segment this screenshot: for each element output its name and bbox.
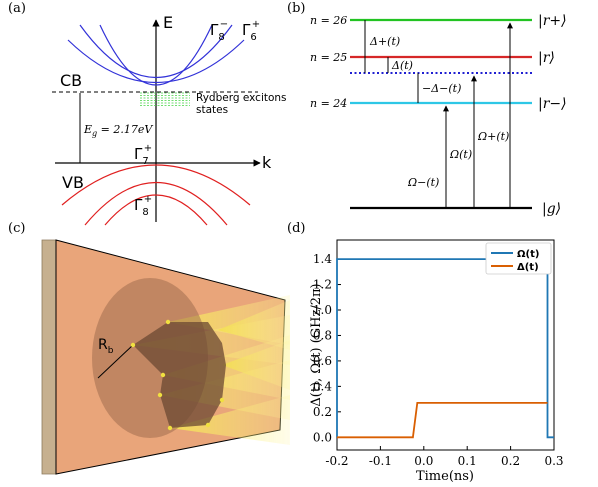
minus-delta-minus-label: −Δ−(t) xyxy=(422,82,461,95)
panel-b-label: (b) xyxy=(287,1,305,16)
ket-r: |r⟩ xyxy=(538,50,555,66)
plot-x-label: Time(ns) xyxy=(416,469,474,484)
delta-label: Δ(t) xyxy=(391,59,413,72)
rydberg-label-1: Rydberg excitons xyxy=(196,92,287,104)
vb-label: VB xyxy=(62,173,84,192)
vb-band-3 xyxy=(104,194,208,226)
omega-minus-label: Ω−(t) xyxy=(407,176,439,189)
y-tick-label: 1.0 xyxy=(313,303,332,317)
atoms xyxy=(130,319,225,431)
legend-delta: Δ(t) xyxy=(517,262,539,273)
ket-rminus: |r−⟩ xyxy=(538,96,567,112)
plot-ticks: -0.2 -0.1 0.0 0.1 0.2 0.3 0.0 0.2 0.4 0.6 0.8 1.0 1.… xyxy=(313,252,564,468)
plot-legend: Ω(t) Δ(t) xyxy=(485,242,552,275)
panel-d-label: (d) xyxy=(287,221,305,236)
blockade-radius-line xyxy=(97,344,134,379)
cb-label: CB xyxy=(60,71,82,90)
ket-rplus: |r+⟩ xyxy=(538,13,567,29)
plot-series xyxy=(336,258,554,439)
vb-band-2 xyxy=(84,181,228,226)
blockade-radius-label: Rb xyxy=(98,337,114,356)
vb-band-1 xyxy=(61,164,251,206)
panel-a-label: (a) xyxy=(8,1,26,16)
panel-b: (b) n = 26 n = 25 n = 24 |r+⟩ |r⟩ |r−⟩ |… xyxy=(287,1,567,217)
x-tick-label: -0.1 xyxy=(369,454,392,468)
y-tick-label: 0.0 xyxy=(313,430,332,444)
rydberg-label-2: states xyxy=(196,104,228,116)
omega-plus-label: Ω+(t) xyxy=(477,130,509,143)
plot-y-label: Δ(t), Ω(t) (GHz/2π) xyxy=(309,283,324,406)
gamma7-plus-label: Γ7+ xyxy=(134,143,152,167)
energy-axis-label: E xyxy=(163,13,173,32)
panel-d: (d) -0.2 -0.1 0.0 0.1 0.2 0.3 0.0 0.2 0.4 0.6 0.8 1… xyxy=(287,221,564,484)
y-tick-label: 0.4 xyxy=(313,379,332,393)
n25-label: n = 25 xyxy=(310,51,347,64)
gap-energy-label: Eg = 2.17eV xyxy=(83,123,153,138)
cb-band-3 xyxy=(67,39,245,83)
x-tick-label: 0.0 xyxy=(414,454,433,468)
n24-label: n = 24 xyxy=(310,97,347,110)
gamma8-minus-label: Γ8− xyxy=(210,19,228,43)
omega-label: Ω(t) xyxy=(449,148,472,161)
ket-g: |g⟩ xyxy=(542,201,561,217)
n26-label: n = 26 xyxy=(310,14,347,27)
series-delta-line xyxy=(337,401,548,439)
momentum-axis-label: k xyxy=(262,153,272,172)
panel-a: (a) E k CB VB Eg = 2.17eV Rydberg ex xyxy=(8,1,287,226)
rydberg-states xyxy=(140,92,190,106)
y-tick-label: 0.8 xyxy=(313,328,332,342)
panel-c: (c) Rb xyxy=(8,221,290,475)
y-tick-label: 0.2 xyxy=(313,405,332,419)
y-tick-label: 0.6 xyxy=(313,354,332,368)
cb-band-2 xyxy=(99,24,213,86)
gamma8-plus-label: Γ8+ xyxy=(134,194,152,218)
gamma6-plus-label: Γ6+ xyxy=(242,19,260,43)
x-tick-label: 0.1 xyxy=(458,454,477,468)
y-tick-label: 1.4 xyxy=(313,252,332,266)
x-tick-label: 0.3 xyxy=(544,454,563,468)
legend-omega: Ω(t) xyxy=(517,249,539,260)
panel-c-label: (c) xyxy=(8,221,25,236)
series-omega-line xyxy=(336,258,554,439)
y-tick-label: 1.2 xyxy=(313,278,332,292)
x-tick-label: 0.2 xyxy=(501,454,520,468)
slab-side xyxy=(41,239,57,475)
atom-polygon xyxy=(133,322,226,428)
cb-band-1 xyxy=(79,24,233,78)
x-tick-label: -0.2 xyxy=(325,454,348,468)
delta-plus-label: Δ+(t) xyxy=(369,35,400,48)
